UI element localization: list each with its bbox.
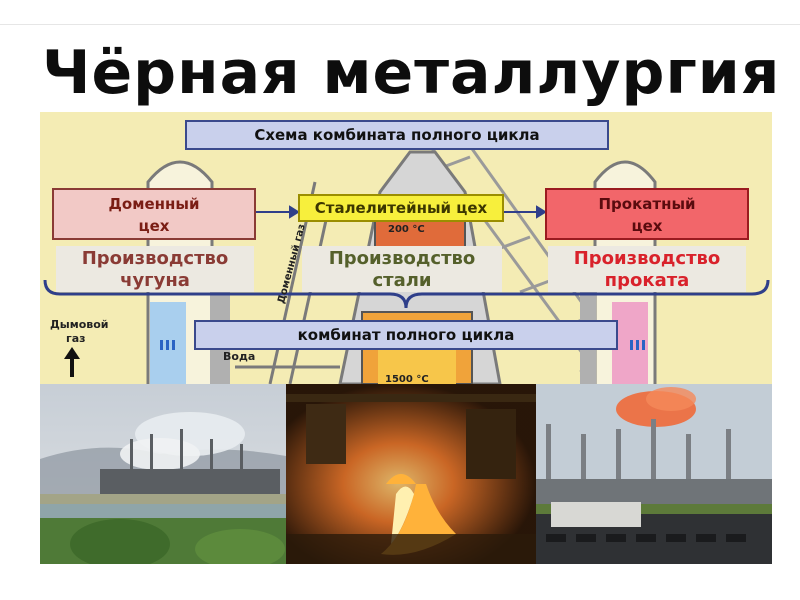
smoke-gas-arrow [64, 347, 80, 377]
steel-shop-label: Сталелитейный цех [314, 199, 488, 217]
page-title: Чёрная металлургия [42, 38, 781, 108]
smoke-gas-label-2: газ [66, 332, 86, 345]
molten-metal-photo [286, 384, 536, 564]
connector-arrows [256, 205, 547, 219]
top-divider [0, 24, 800, 25]
product-steel: Производство стали [302, 246, 502, 292]
product-steel-line-2: стали [372, 270, 432, 291]
temp-bottom-label: 1500 °С [385, 374, 429, 384]
temp-top-label: 200 °С [388, 224, 425, 235]
product-rolled-line-1: Производство [573, 248, 721, 269]
smoke-gas-label-1: Дымовой [50, 318, 109, 331]
product-steel-line-1: Производство [328, 248, 476, 269]
scheme-footer: комбинат полного цикла [194, 320, 618, 350]
smokestacks-photo [536, 384, 772, 564]
rolling-shop-box: Прокатный цех [545, 188, 749, 240]
rolling-shop-label-1: Прокатный [598, 195, 696, 213]
product-rolled: Производство проката [548, 246, 746, 292]
steel-shop-box: Сталелитейный цех [298, 194, 504, 222]
product-iron-line-1: Производство [81, 248, 229, 269]
plant-scheme-diagram: Схема комбината полного цикла Доменный ц… [40, 112, 772, 384]
blast-furnace-shop-box: Доменный цех [52, 188, 256, 240]
scheme-header: Схема комбината полного цикла [185, 120, 609, 150]
product-iron-line-2: чугуна [120, 270, 190, 291]
rolling-shop-label-2: цех [631, 217, 663, 235]
water-label: Вода [223, 350, 256, 363]
bracket [43, 279, 770, 309]
product-iron: Производство чугуна [56, 246, 254, 292]
blast-furnace-label-1: Доменный [108, 195, 200, 213]
industrial-panorama-photo [40, 384, 286, 564]
flow-arrows [160, 340, 645, 350]
blast-furnace-label-2: цех [138, 217, 170, 235]
product-rolled-line-2: проката [604, 270, 690, 291]
